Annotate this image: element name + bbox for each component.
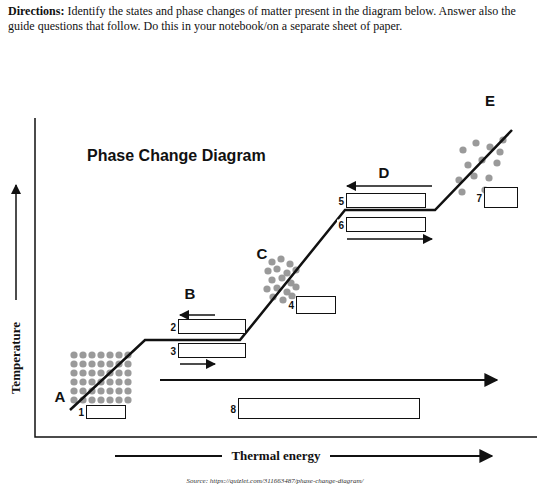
particle-dot xyxy=(115,369,122,376)
particle-dot xyxy=(97,351,104,358)
particle-dot xyxy=(459,146,466,153)
plot-frame xyxy=(35,118,537,437)
particle-dot xyxy=(70,369,77,376)
answer-box: 5 xyxy=(346,193,426,208)
particle-dot xyxy=(278,274,285,281)
particle-dot xyxy=(88,369,95,376)
axis-label: Temperature xyxy=(8,319,24,397)
particle-dot xyxy=(292,283,299,290)
particle-dot xyxy=(79,351,86,358)
particle-dot xyxy=(264,267,271,274)
particle-dot xyxy=(268,258,275,265)
particle-dot xyxy=(115,378,122,385)
phase-letter: D xyxy=(379,164,390,181)
directions-heading: Directions: xyxy=(8,4,64,18)
particle-dot xyxy=(97,369,104,376)
particle-dot xyxy=(286,260,293,267)
directions-body: Identify the states and phase changes of… xyxy=(8,4,516,33)
energy-axis-arrow xyxy=(330,455,492,457)
source-caption: Source: https://quizlet.com/311663487/ph… xyxy=(187,477,364,485)
freezing-arrow xyxy=(180,314,215,316)
particle-dot xyxy=(124,360,131,367)
answer-box: 2 xyxy=(178,319,246,334)
energy-axis-line xyxy=(115,455,222,457)
particle-dot xyxy=(88,351,95,358)
particle-dot xyxy=(70,378,77,385)
condensing-arrow xyxy=(347,185,432,187)
particle-dot xyxy=(106,378,113,385)
particle-dot xyxy=(88,378,95,385)
particle-dot xyxy=(115,396,122,403)
particle-dot xyxy=(106,351,113,358)
phase-letter: A xyxy=(55,388,66,405)
particle-dot xyxy=(458,188,465,195)
particle-dot xyxy=(88,396,95,403)
particle-dot xyxy=(493,159,500,166)
particle-dot xyxy=(115,387,122,394)
particle-dot xyxy=(106,360,113,367)
particle-dot xyxy=(97,360,104,367)
particle-dot xyxy=(268,276,275,283)
answer-box: 1 xyxy=(86,405,126,419)
answer-box: 4 xyxy=(296,296,336,314)
particle-dot xyxy=(70,387,77,394)
particle-dot xyxy=(472,139,479,146)
particle-dot xyxy=(70,360,77,367)
melting-arrow xyxy=(180,363,215,365)
particle-dot xyxy=(97,387,104,394)
callout-number: 4 xyxy=(287,300,295,311)
axis-label: Thermal energy xyxy=(228,448,323,464)
phase-letter: E xyxy=(485,92,495,109)
particle-dot xyxy=(79,369,86,376)
heating-curve xyxy=(70,130,512,410)
particle-dot xyxy=(79,360,86,367)
answer-box: 7 xyxy=(484,187,518,208)
particle-dot xyxy=(124,369,131,376)
callout-number: 2 xyxy=(169,321,177,332)
particle-dot xyxy=(97,396,104,403)
particle-dot xyxy=(88,360,95,367)
particle-dot xyxy=(485,174,492,181)
particle-dot xyxy=(70,351,77,358)
callout-number: 6 xyxy=(337,219,345,230)
boiling-arrow xyxy=(347,238,432,240)
energy-arrow xyxy=(160,379,497,381)
particle-dots xyxy=(70,136,506,403)
phase-letter: C xyxy=(257,245,268,262)
particle-dot xyxy=(115,351,122,358)
directions-text: Directions: Identify the states and phas… xyxy=(8,4,542,34)
callout-number: 5 xyxy=(337,195,345,206)
particle-dot xyxy=(124,396,131,403)
phase-letter: B xyxy=(185,285,196,302)
callout-number: 3 xyxy=(169,345,177,356)
particle-dot xyxy=(263,285,270,292)
particle-dot xyxy=(106,387,113,394)
particle-dot xyxy=(279,296,286,303)
particle-dot xyxy=(496,148,503,155)
answer-box: 8 xyxy=(238,398,420,419)
temperature-arrow xyxy=(15,185,17,300)
callout-number: 7 xyxy=(475,192,483,203)
particle-dot xyxy=(106,396,113,403)
particle-dot xyxy=(273,265,280,272)
particle-dot xyxy=(124,387,131,394)
answer-box: 6 xyxy=(346,217,426,232)
particle-dot xyxy=(79,378,86,385)
callout-number: 8 xyxy=(229,403,237,414)
particle-dot xyxy=(79,387,86,394)
callout-number: 1 xyxy=(77,407,85,418)
particle-dot xyxy=(277,255,284,262)
particle-dot xyxy=(124,378,131,385)
space xyxy=(64,4,67,18)
diagram-title: Phase Change Diagram xyxy=(87,147,266,165)
answer-box: 3 xyxy=(178,343,246,358)
particle-dot xyxy=(464,161,471,168)
